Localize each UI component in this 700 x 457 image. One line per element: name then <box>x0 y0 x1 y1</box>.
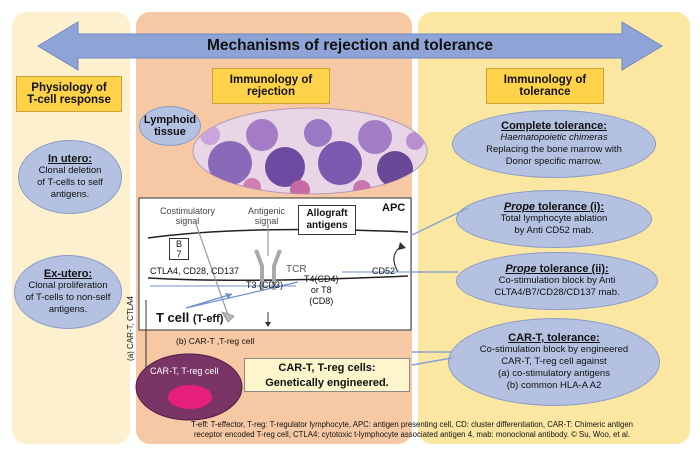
car-t-treg-cell-label: CAR-T, T-reg cell <box>150 366 219 376</box>
prope-tolerance-ii-oval: Prope tolerance (ii): Co-stimulation blo… <box>456 252 658 310</box>
car-t-treg-engineered-box: CAR-T, T-reg cells:Genetically engineere… <box>244 358 410 392</box>
footnote: T-eff: T-effector, T-reg: T-regulator ly… <box>190 420 634 439</box>
ctla4-cd28-cd137-label: CTLA4, CD28, CD137 <box>150 266 240 276</box>
complete-tolerance-oval: Complete tolerance: Haematopoietic chime… <box>452 110 656 178</box>
car-t-tolerance-oval: CAR-T, tolerance: Co-stimulation block b… <box>448 318 660 406</box>
rejection-header: Immunology of rejection <box>212 68 330 104</box>
apc-label: APC <box>382 202 406 214</box>
cd52-label: CD52 <box>372 266 396 276</box>
title-double-arrow <box>37 21 663 71</box>
tcr-label: TCR <box>286 264 307 275</box>
prope-tolerance-i-oval: Prope tolerance (i): Total lymphocyte ab… <box>456 190 652 248</box>
in-utero-oval: In utero: Clonal deletion of T-cells to … <box>18 140 122 214</box>
t4-cd4-label: T4(CD4)or T8(CD8) <box>304 274 339 306</box>
tolerance-header: Immunology of tolerance <box>486 68 604 104</box>
car-t-treg-b-label: (b) CAR-T ,T-reg cell <box>176 336 255 346</box>
lymphoid-tissue-label: Lymphoid tissue <box>139 106 201 146</box>
lymphoid-tissue-micrograph <box>192 107 428 195</box>
physiology-header: Physiology of T-cell response <box>16 76 122 112</box>
page-title: Mechanisms of rejection and tolerance <box>207 37 493 54</box>
car-t-treg-cell <box>135 353 243 421</box>
tcell-label: T cell (T-eff) <box>156 310 224 325</box>
t3-cd3-label: T3 (CD3) <box>246 280 284 290</box>
ex-utero-oval: Ex-utero: Clonal proliferation of T-cell… <box>14 255 122 329</box>
